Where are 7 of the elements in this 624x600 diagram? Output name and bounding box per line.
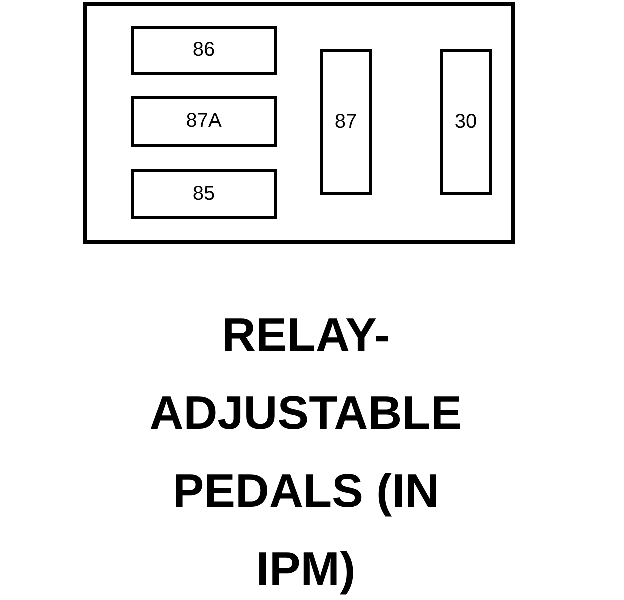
relay-housing — [83, 2, 515, 244]
relay-terminal: 30 — [440, 49, 492, 195]
relay-terminal: 85 — [131, 169, 277, 219]
relay-terminal: 87A — [131, 96, 277, 147]
relay-terminal: 86 — [131, 26, 277, 75]
relay-terminal: 87 — [320, 49, 372, 195]
caption: RELAY- ADJUSTABLE PEDALS (IN IPM) — [148, 307, 464, 597]
